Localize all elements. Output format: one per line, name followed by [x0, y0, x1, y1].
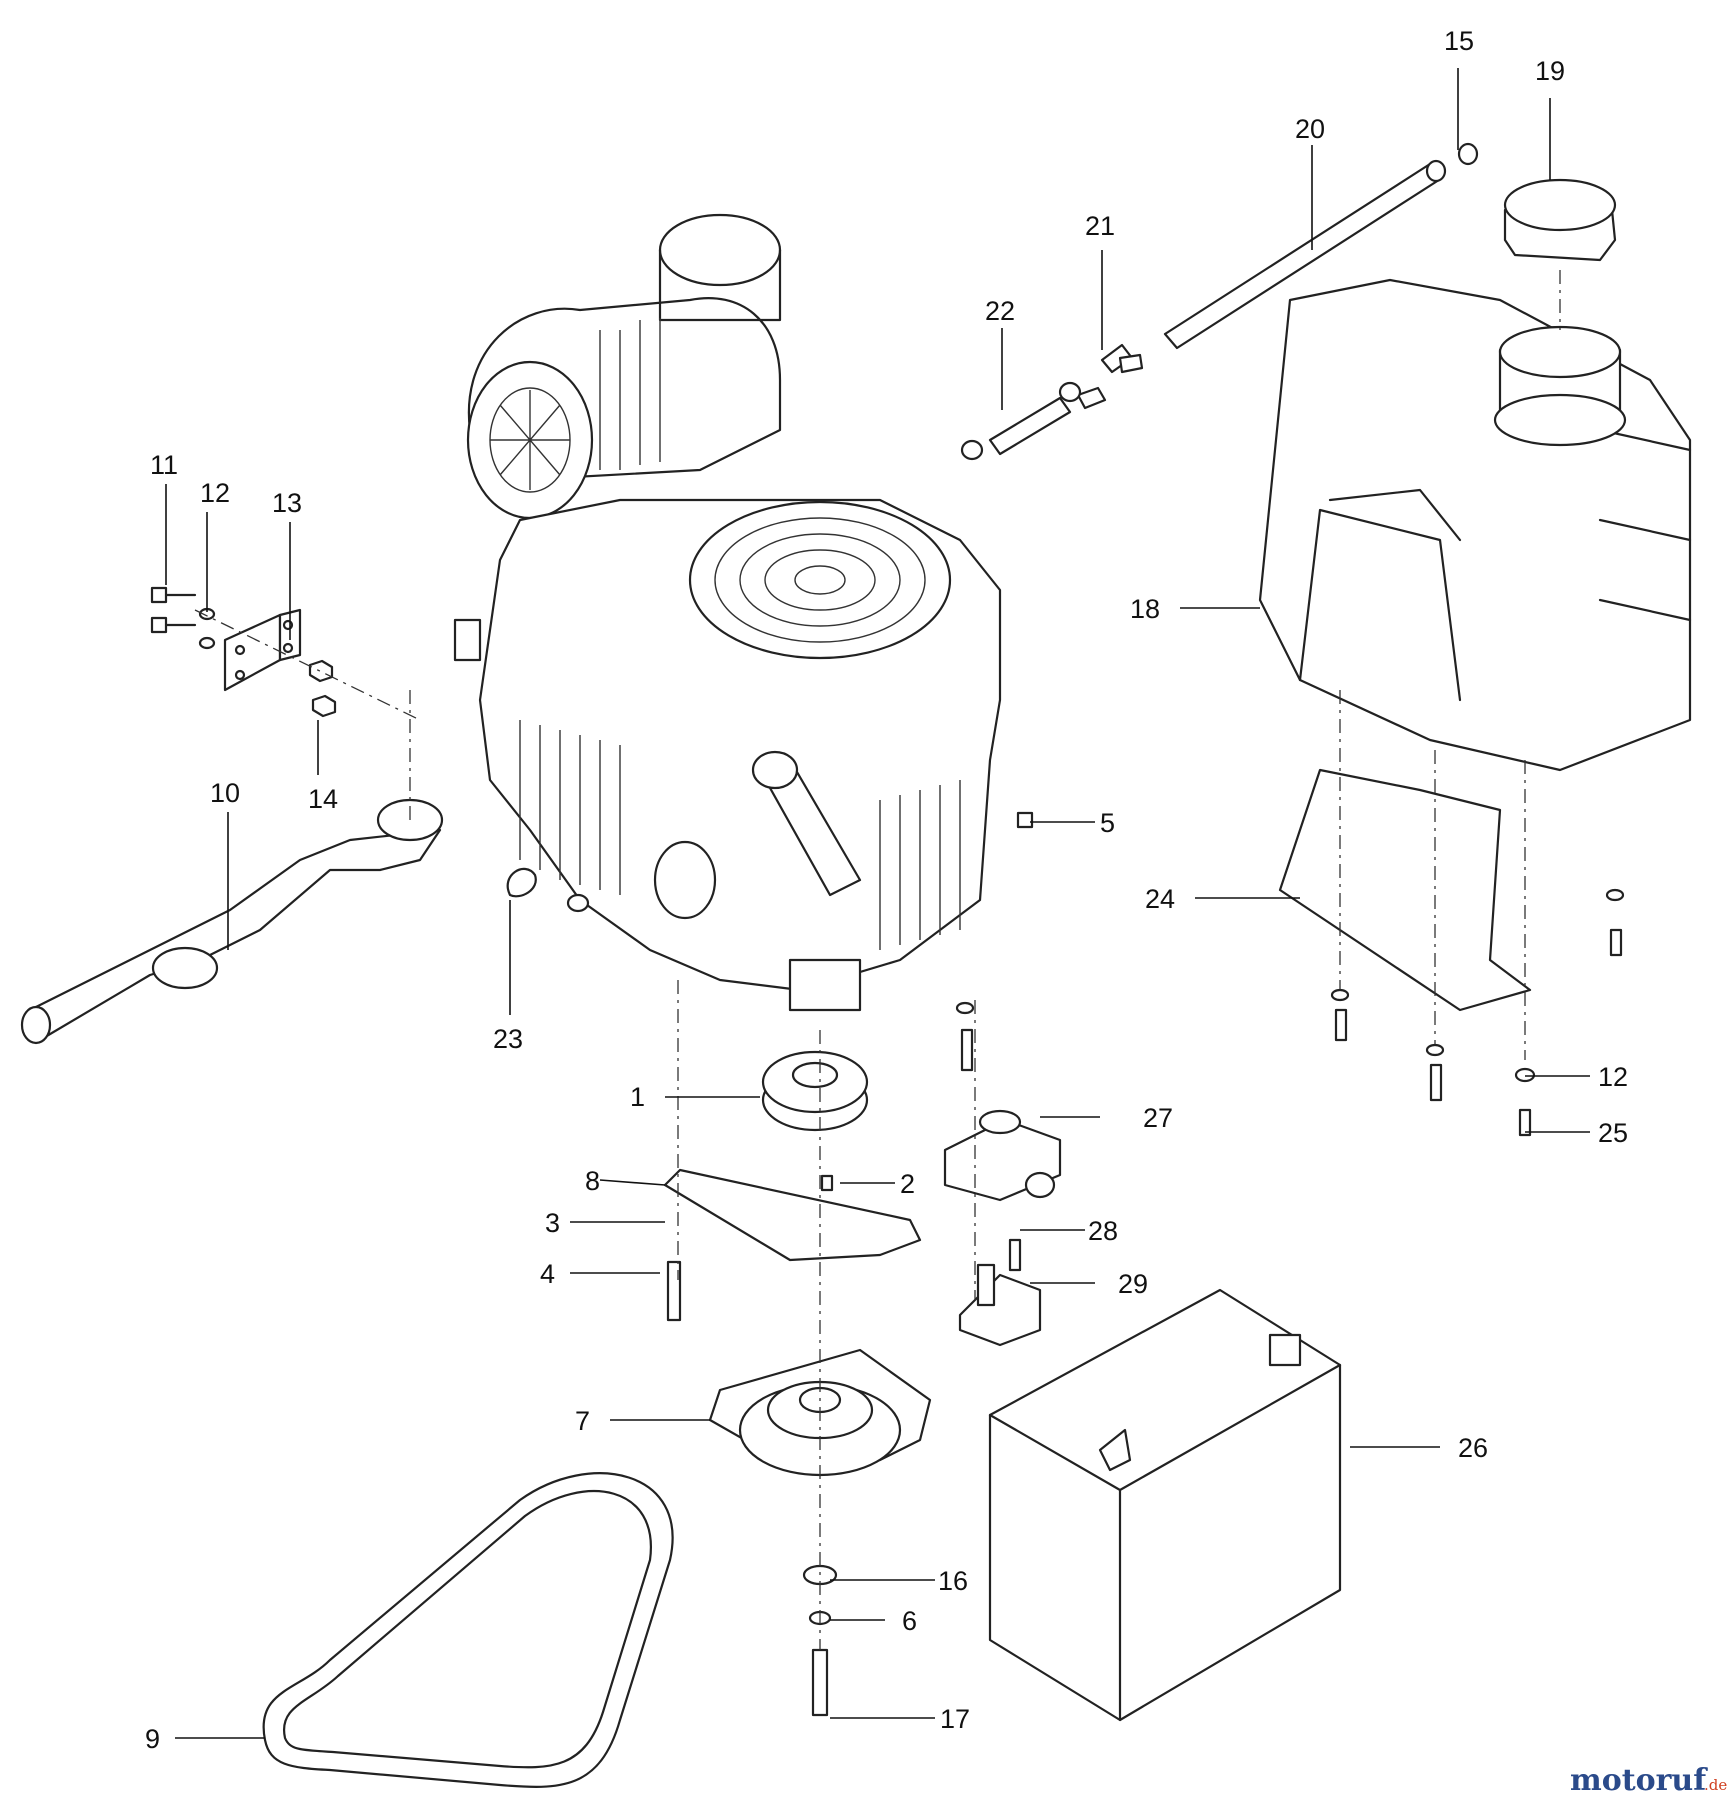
svg-text:motoruf: motoruf	[1570, 1763, 1708, 1798]
callout-23: 23	[493, 1024, 523, 1054]
callout-3: 3	[545, 1208, 560, 1238]
engine	[453, 213, 1002, 1012]
callout-12b: 12	[1598, 1062, 1628, 1092]
callout-27: 27	[1143, 1103, 1173, 1133]
callout-22: 22	[985, 296, 1015, 326]
heat-shield	[1278, 690, 1532, 1060]
watermark-logo: motoruf .de	[1570, 1763, 1727, 1798]
drive-components	[663, 980, 932, 1717]
callout-13: 13	[272, 488, 302, 518]
callout-7: 7	[575, 1406, 590, 1436]
callout-8: 8	[585, 1166, 600, 1196]
electrical-components	[943, 1000, 1062, 1347]
callout-12: 12	[200, 478, 230, 508]
callout-9: 9	[145, 1724, 160, 1754]
callout-16: 16	[938, 1566, 968, 1596]
callout-15: 15	[1444, 26, 1474, 56]
callout-29: 29	[1118, 1269, 1148, 1299]
fasteners	[506, 811, 1625, 1137]
callout-4: 4	[540, 1259, 555, 1289]
callout-5: 5	[1100, 808, 1115, 838]
callout-20: 20	[1295, 114, 1325, 144]
callout-2: 2	[900, 1169, 915, 1199]
callout-1: 1	[630, 1082, 645, 1112]
callout-10: 10	[210, 778, 240, 808]
callout-28: 28	[1088, 1216, 1118, 1246]
exhaust-pipe	[20, 690, 444, 1045]
leader-lines	[165, 68, 1590, 1739]
callout-17: 17	[940, 1704, 970, 1734]
callout-11: 11	[150, 450, 178, 480]
callout-labels: 1 2 3 4 5 6 7 8 9 10 11 12 13 14 15 16 1…	[145, 26, 1628, 1754]
callout-26: 26	[1458, 1433, 1488, 1463]
callout-6: 6	[902, 1606, 917, 1636]
callout-24: 24	[1145, 884, 1175, 914]
callout-25: 25	[1598, 1118, 1628, 1148]
svg-text:.de: .de	[1704, 1776, 1727, 1794]
mounting-bracket	[150, 586, 421, 721]
battery	[988, 1288, 1342, 1722]
callout-21: 21	[1085, 211, 1115, 241]
callout-18: 18	[1130, 594, 1160, 624]
callout-19: 19	[1535, 56, 1565, 86]
callout-14: 14	[308, 784, 338, 814]
fuel-tank	[1258, 178, 1692, 772]
fuel-line	[960, 142, 1479, 461]
drive-belt	[262, 1472, 674, 1788]
